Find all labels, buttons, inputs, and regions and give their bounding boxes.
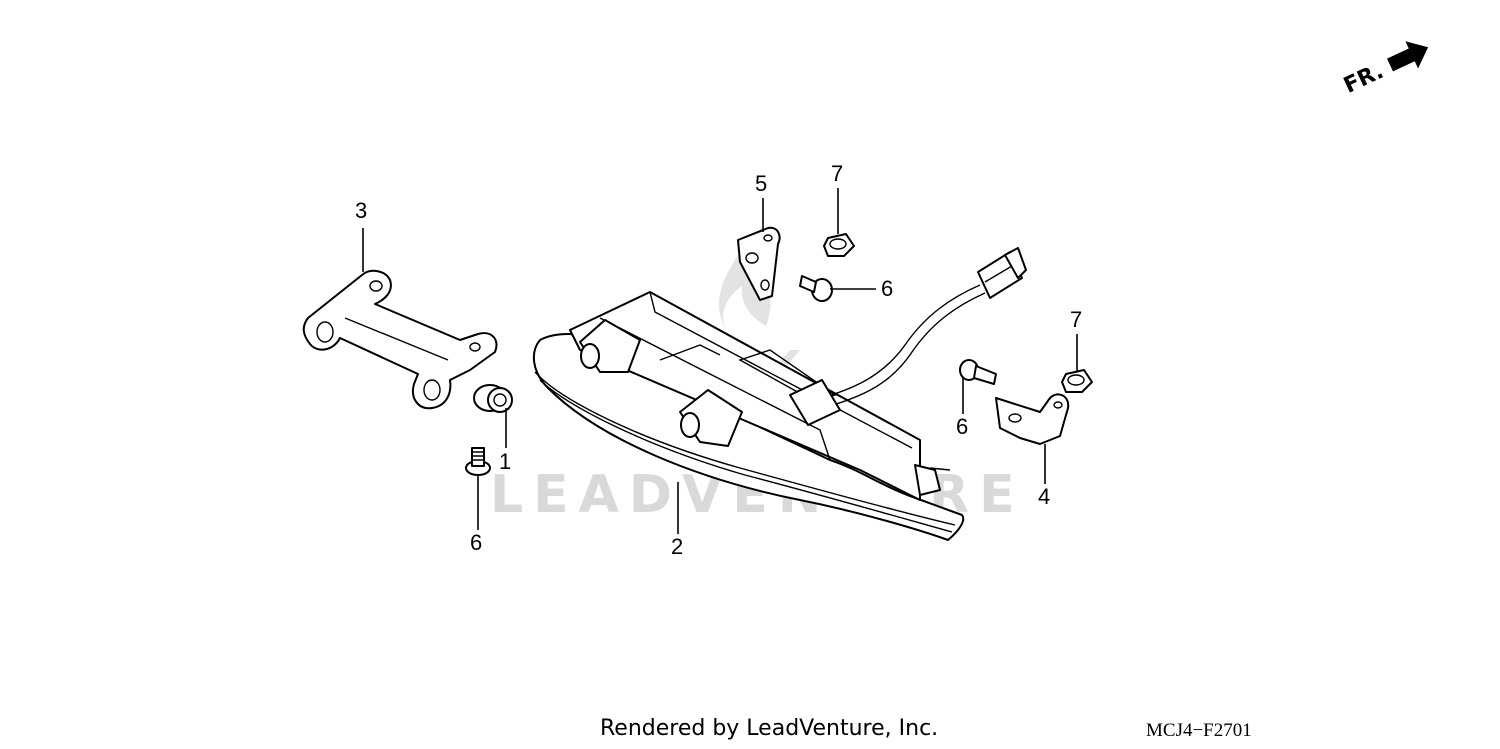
front-direction-arrow-icon: FR. [1340, 41, 1429, 99]
wire-harness [789, 284, 986, 426]
direction-label: FR. [1340, 59, 1387, 99]
part-5-bracket [737, 226, 781, 301]
part-6-screw-middle [799, 275, 833, 302]
wire-connector [977, 247, 1027, 299]
part-7-nut-top [823, 233, 855, 257]
render-credit: Rendered by LeadVenture, Inc. [600, 716, 939, 741]
part-6-screw-left [465, 447, 491, 476]
callout-7-right: 7 [1070, 307, 1082, 332]
callout-6-right: 6 [956, 414, 968, 439]
callout-2: 2 [671, 534, 683, 559]
diagram-code: MCJ4−F2701 [1146, 720, 1252, 741]
part-3-bracket [302, 269, 498, 410]
callout-7-top: 7 [831, 161, 843, 186]
callout-4: 4 [1038, 484, 1050, 509]
part-1-grommet [473, 384, 513, 413]
part-6-screw-right [959, 359, 997, 385]
callout-5: 5 [755, 171, 767, 196]
callout-6-left: 6 [470, 530, 482, 555]
callout-6-middle: 6 [881, 276, 893, 301]
part-7-nut-right [1061, 369, 1093, 393]
callout-3: 3 [355, 198, 367, 223]
leader-lines [362, 188, 1078, 534]
callout-1: 1 [499, 449, 511, 474]
part-4-bracket [995, 393, 1070, 445]
